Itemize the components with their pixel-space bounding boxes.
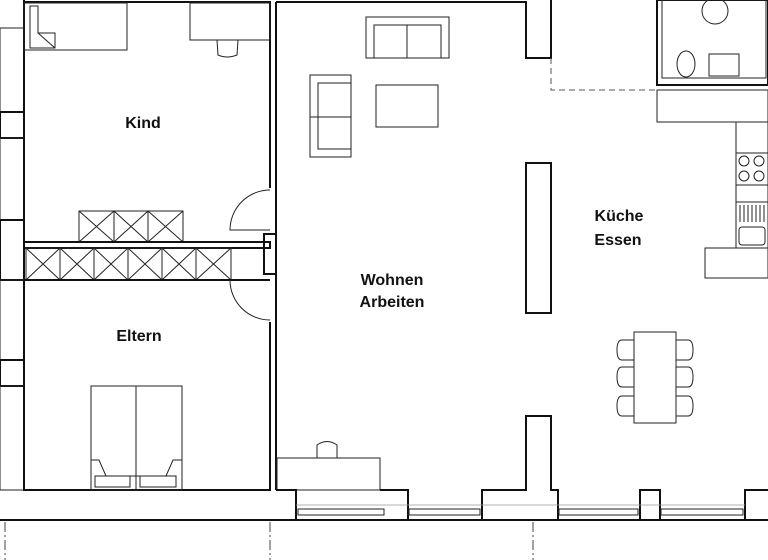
room-kueche: Küche Essen xyxy=(550,0,768,424)
shower-drain xyxy=(701,0,729,25)
dining-table xyxy=(616,331,694,424)
sofa xyxy=(365,16,450,59)
built-in-closet xyxy=(23,233,277,281)
room-label-essen: Essen xyxy=(594,232,641,249)
chair xyxy=(216,39,239,58)
washbasin xyxy=(708,53,740,77)
kitchen-counter xyxy=(704,121,768,279)
room-eltern: Eltern xyxy=(23,279,271,491)
wardrobe xyxy=(78,210,184,243)
bed xyxy=(23,2,128,51)
desk xyxy=(189,2,271,41)
room-label-kind: Kind xyxy=(125,115,161,132)
room-label-arbeiten: Arbeiten xyxy=(360,294,425,311)
double-bed xyxy=(90,385,183,491)
axis-lines xyxy=(4,522,534,560)
door-kind xyxy=(229,189,271,231)
stove xyxy=(735,152,768,186)
left-facade xyxy=(0,27,25,491)
room-wohnen: Wohnen Arbeiten xyxy=(275,0,552,520)
work-desk xyxy=(276,457,381,491)
room-label-wohnen: Wohnen xyxy=(361,272,424,289)
desk-chair xyxy=(316,441,338,458)
bathroom xyxy=(656,0,768,86)
coffee-table xyxy=(375,84,439,128)
room-kind: Kind xyxy=(23,0,271,243)
room-label-eltern: Eltern xyxy=(116,328,161,345)
room-label-kueche: Küche xyxy=(595,208,644,225)
armchair-sofa xyxy=(309,74,352,158)
bottom-facade xyxy=(0,415,768,521)
toilet xyxy=(676,50,696,78)
door-eltern xyxy=(229,279,271,321)
pillow xyxy=(29,5,56,49)
